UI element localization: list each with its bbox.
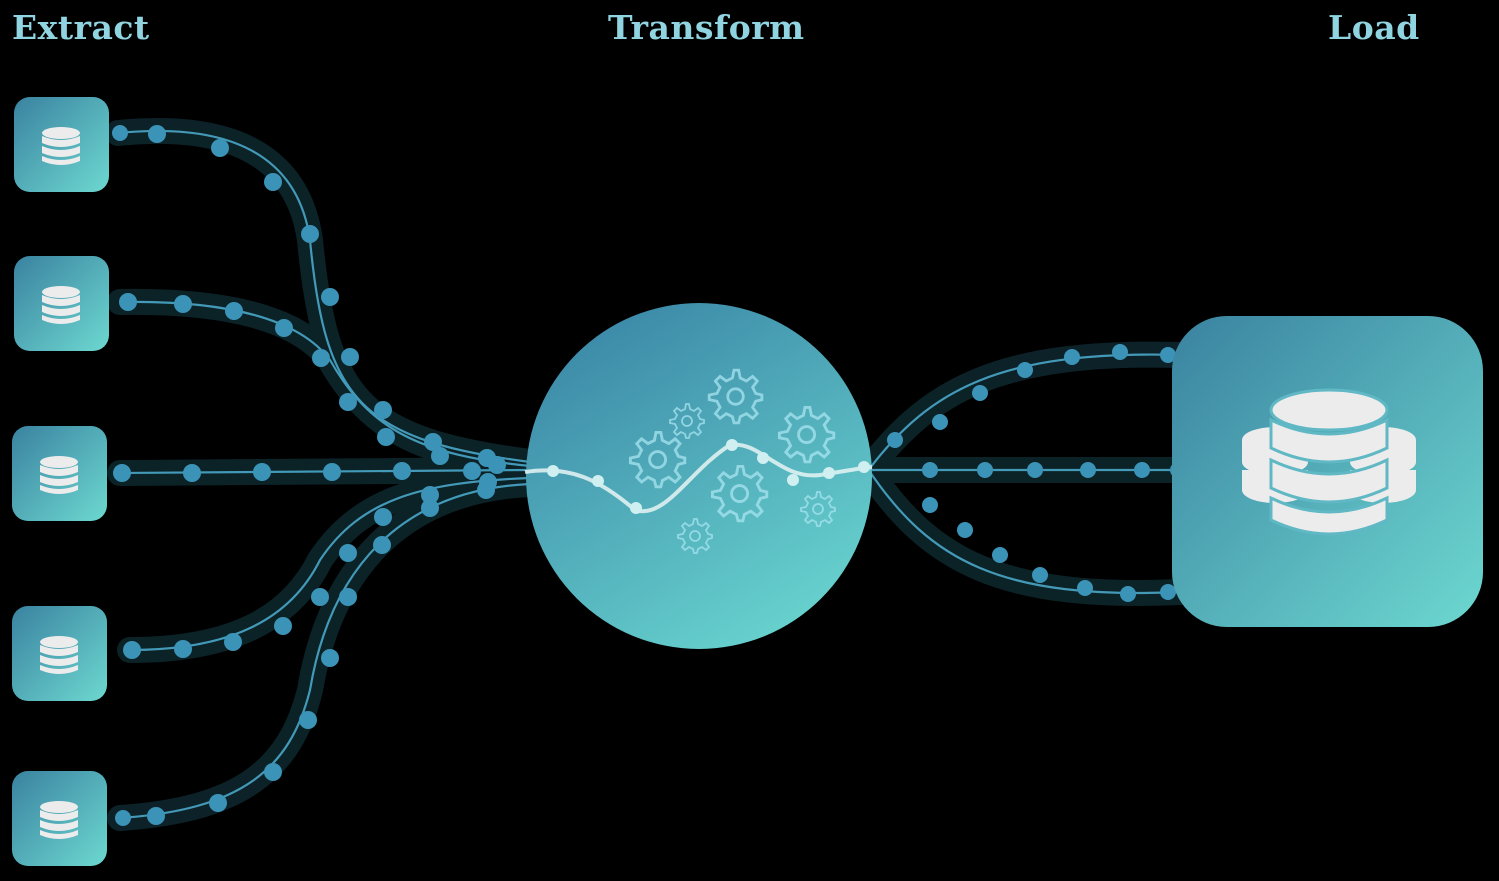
source-node-5 [12, 771, 107, 866]
source-node-2 [14, 256, 109, 351]
source-node-3 [12, 426, 107, 521]
database-stack-icon [1242, 388, 1416, 536]
load-heading: Load [1328, 8, 1420, 47]
source-node-4 [12, 606, 107, 701]
extract-heading: Extract [12, 8, 150, 47]
transform-heading: Transform [608, 8, 805, 47]
transform-node [524, 303, 873, 649]
load-node [1172, 316, 1483, 627]
source-node-1 [14, 97, 109, 192]
